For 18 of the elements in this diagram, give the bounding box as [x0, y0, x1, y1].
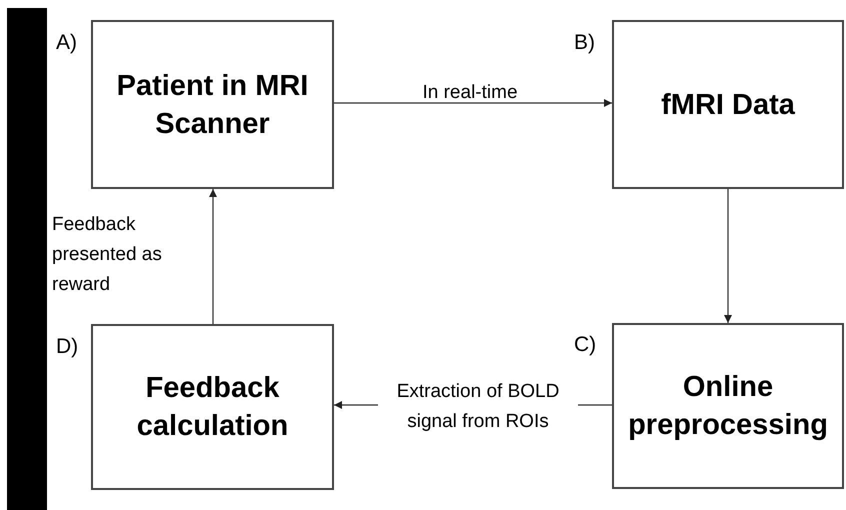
arrow [209, 189, 217, 324]
step-letter: D) [56, 334, 78, 360]
process-box [91, 324, 334, 490]
arrow [724, 189, 732, 323]
step-letter: B) [574, 30, 595, 56]
edge-label: Feedback presented as reward [52, 213, 162, 297]
process-box [612, 323, 844, 489]
box-title: Feedback calculation [136, 371, 290, 444]
process-box [612, 20, 844, 189]
side-bar [7, 8, 47, 510]
step-letter: C) [574, 332, 596, 358]
edge-label: In real-time [421, 81, 519, 105]
arrow [334, 99, 612, 107]
box-title: fMRI Data [660, 88, 796, 122]
box-title: Online preprocessing [627, 370, 829, 443]
process-box [91, 20, 334, 189]
step-letter: A) [56, 30, 77, 56]
box-title: Patient in MRI Scanner [116, 68, 310, 142]
